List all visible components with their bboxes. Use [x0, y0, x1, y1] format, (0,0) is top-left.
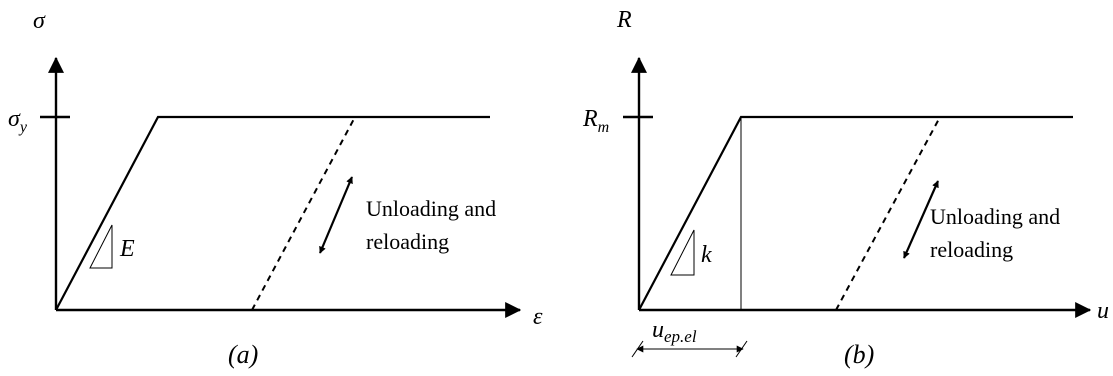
- panel-b-max-label: Rm: [582, 106, 609, 136]
- panel-b-unload-reload-arrow: [902, 180, 940, 259]
- panel-b: R u Rm k Unloading and reloading uep.el …: [582, 7, 1109, 369]
- panel-b-slope-triangle: [670, 229, 695, 276]
- panel-b-unloading-line: [835, 116, 941, 311]
- panel-b-dimension-label: uep.el: [652, 317, 697, 346]
- panel-a: σ ε σy E Unloading and reloading (a): [8, 8, 543, 369]
- panel-a-slope-triangle: [89, 224, 113, 269]
- panel-b-caption: (b): [844, 340, 874, 369]
- panel-b-y-axis-label: R: [616, 7, 632, 33]
- panel-a-y-axis-label: σ: [33, 8, 46, 34]
- panel-b-dimension-tick-right: [735, 340, 748, 358]
- panel-a-stress-strain-curve: [55, 115, 490, 311]
- panel-b-annotation-line1: Unloading and: [930, 204, 1060, 229]
- panel-a-unloading-line: [251, 116, 356, 311]
- panel-a-slope-label: E: [119, 236, 135, 262]
- panel-a-unload-reload-arrow: [318, 176, 354, 254]
- panel-a-x-axis-label: ε: [533, 304, 543, 330]
- panel-b-dimension: uep.el: [631, 317, 748, 358]
- panel-a-annotation-line2: reloading: [366, 229, 449, 254]
- panel-a-annotation-line1: Unloading and: [366, 196, 496, 221]
- panel-a-caption: (a): [228, 340, 258, 369]
- panel-b-slope-label: k: [701, 242, 712, 268]
- panel-b-x-axis-label: u: [1097, 298, 1109, 324]
- panel-b-annotation-line2: reloading: [930, 237, 1013, 262]
- panel-b-dimension-tick-left: [631, 340, 644, 358]
- panel-a-yield-label: σy: [8, 106, 28, 136]
